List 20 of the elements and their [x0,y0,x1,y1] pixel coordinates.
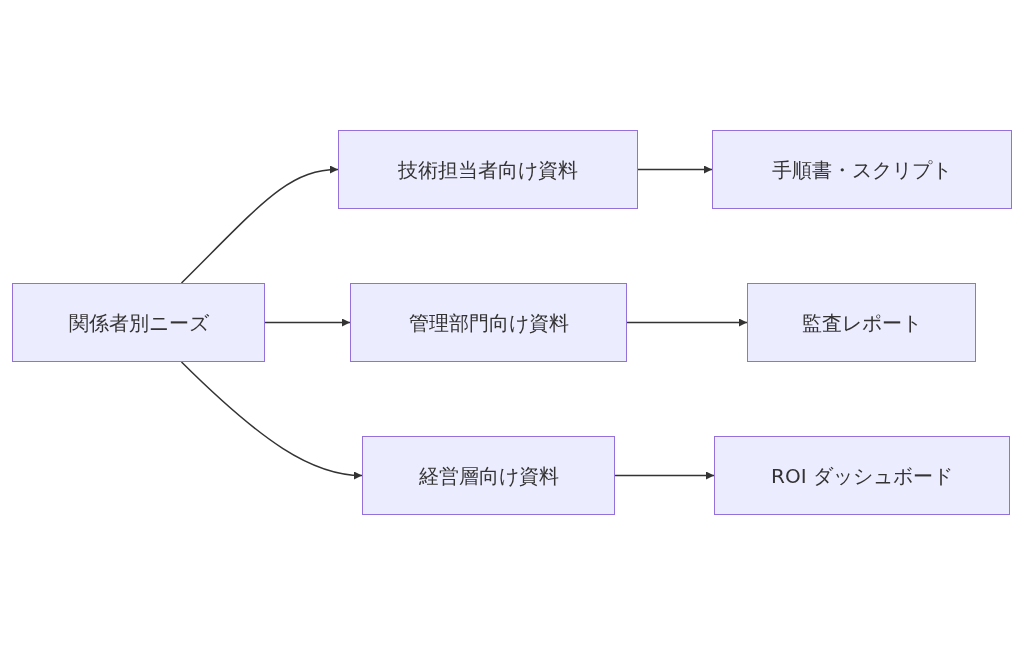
process-box [712,130,1012,209]
node-label: 技術担当者向け資料 [398,156,578,184]
process-box [12,283,265,362]
node-label: 管理部門向け資料 [408,309,569,337]
node-label: 経営層向け資料 [418,462,559,490]
node-label: 手順書・スクリプト [772,156,952,184]
process-box [747,283,976,362]
node-label: 監査レポート [801,309,922,337]
process-box [350,283,627,362]
process-box [362,436,615,515]
process-box [338,130,638,209]
node-label: ROI ダッシュボード [771,462,953,490]
process-box [714,436,1010,515]
node-label: 関係者別ニーズ [68,309,209,337]
arrow [637,165,713,174]
arrow [180,166,339,284]
arrow [614,471,715,480]
arrow [180,361,363,480]
arrow [264,318,351,327]
arrow [626,318,748,327]
